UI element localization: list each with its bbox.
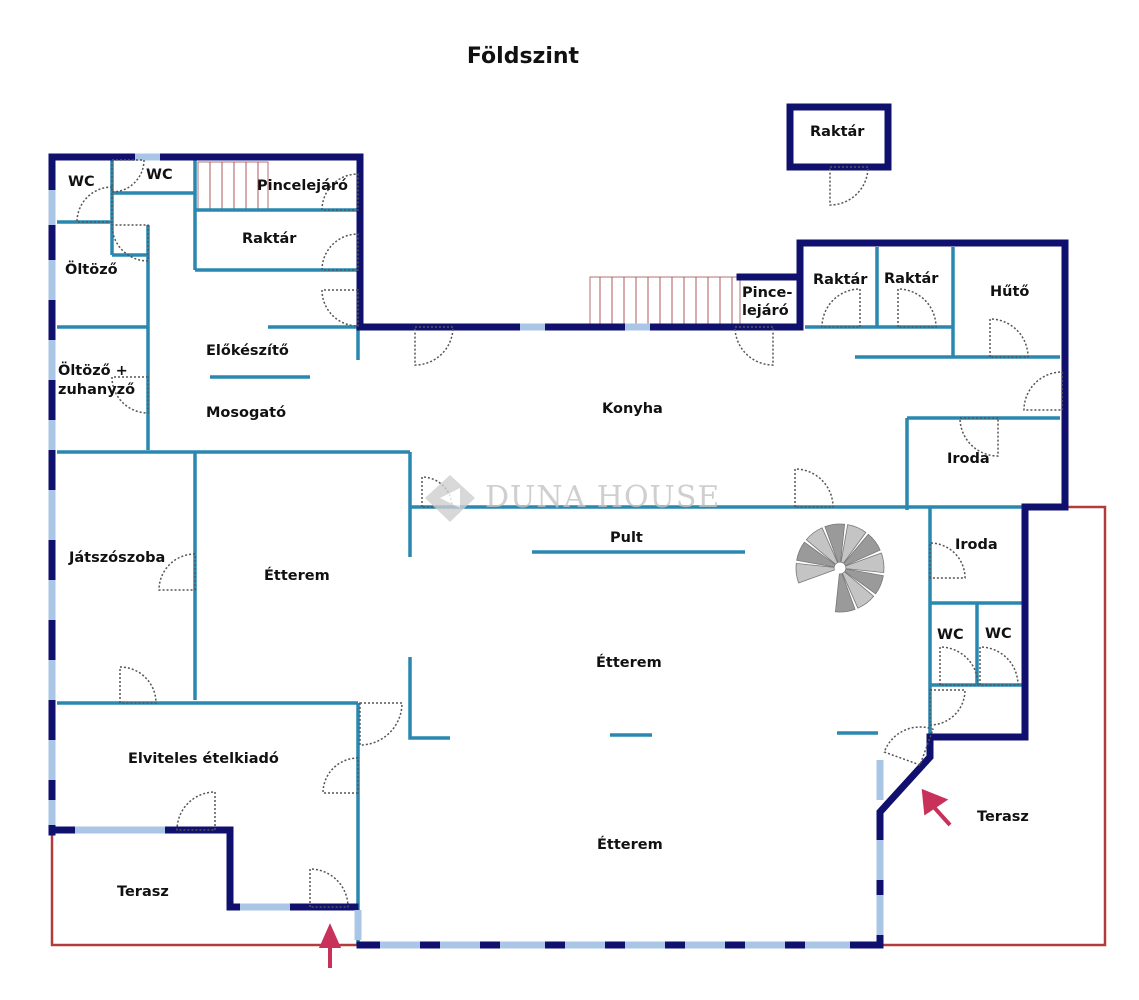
door-swing (929, 689, 966, 726)
watermark-logo: DUNA HOUSE (425, 475, 720, 522)
room-label: Öltöző (65, 260, 118, 278)
entrance-arrow-icon (318, 923, 342, 968)
outer-walls (48, 103, 1069, 949)
door-swing (359, 702, 403, 746)
spiral-step (824, 523, 846, 563)
spiral-step (843, 533, 881, 567)
entrance-arrow-icon (921, 788, 952, 827)
room-label: Iroda (947, 451, 990, 467)
door-swing (959, 417, 999, 457)
room-label: Pincelejáró (257, 178, 348, 194)
room-label: Iroda (955, 537, 998, 553)
room-label: Raktár (242, 231, 297, 247)
room-label: zuhanyző (58, 382, 135, 398)
spiral-step (840, 524, 867, 564)
room-label: WC (937, 627, 964, 643)
door-swing (158, 553, 196, 591)
room-label: Pult (610, 530, 643, 546)
spiral-step (845, 552, 885, 574)
spiral-step (841, 571, 875, 609)
room-label: Étterem (597, 836, 663, 853)
room-label: Pince- (742, 285, 792, 301)
room-label: Terasz (117, 884, 169, 900)
room-label: Előkészítő (206, 343, 289, 359)
door-swing (989, 318, 1029, 358)
spiral-step (795, 562, 835, 584)
door-swing (111, 376, 149, 414)
room-label: Játszószoba (68, 550, 165, 566)
door-swing (322, 757, 359, 794)
room-label: WC (146, 167, 173, 183)
spiral-staircase (795, 523, 885, 613)
room-label: Mosogató (206, 405, 286, 421)
spiral-step (796, 541, 836, 568)
floor-title: Földszint (466, 44, 580, 69)
door-swing (321, 289, 359, 327)
room-label: lejáró (742, 303, 789, 319)
watermark-text: DUNA HOUSE (485, 480, 720, 515)
room-label: Hűtő (990, 284, 1029, 300)
room-label: WC (68, 174, 95, 190)
room-label: WC (985, 626, 1012, 642)
door-swing (176, 791, 216, 831)
room-label: Konyha (602, 401, 663, 417)
door-swing (829, 166, 869, 206)
door-swing (734, 326, 774, 366)
spiral-step (834, 573, 856, 613)
door-swing (883, 726, 934, 766)
door-swing (939, 646, 979, 686)
door-swing (76, 186, 113, 223)
door-swing (321, 233, 359, 271)
room-label: Étterem (264, 567, 330, 584)
door-swing (897, 288, 937, 328)
spiral-step (844, 568, 884, 595)
door-swing (119, 666, 157, 704)
door-swing (979, 646, 1019, 686)
room-label: Öltöző + (58, 361, 128, 379)
door-swing (321, 173, 359, 211)
door-swing (821, 288, 861, 328)
door-swing (414, 326, 454, 366)
door-swing (794, 468, 834, 508)
door-swing (111, 159, 145, 193)
room-label: Raktár (810, 124, 865, 140)
room-label: Raktár (884, 271, 939, 287)
room-label: Raktár (813, 272, 868, 288)
terrace-boundary (50, 505, 1107, 947)
stairs-basement-right (589, 276, 741, 326)
door-swing (309, 868, 349, 908)
room-label: Étterem (596, 654, 662, 671)
room-label: Elviteles ételkiadó (128, 751, 279, 767)
room-label: Terasz (977, 809, 1029, 825)
spiral-step (805, 527, 839, 565)
room-labels: WC WC Pincelejáró Raktár Öltöző Öltöző +… (58, 124, 1029, 900)
door-swing (111, 224, 149, 262)
door-swing (1023, 371, 1063, 411)
